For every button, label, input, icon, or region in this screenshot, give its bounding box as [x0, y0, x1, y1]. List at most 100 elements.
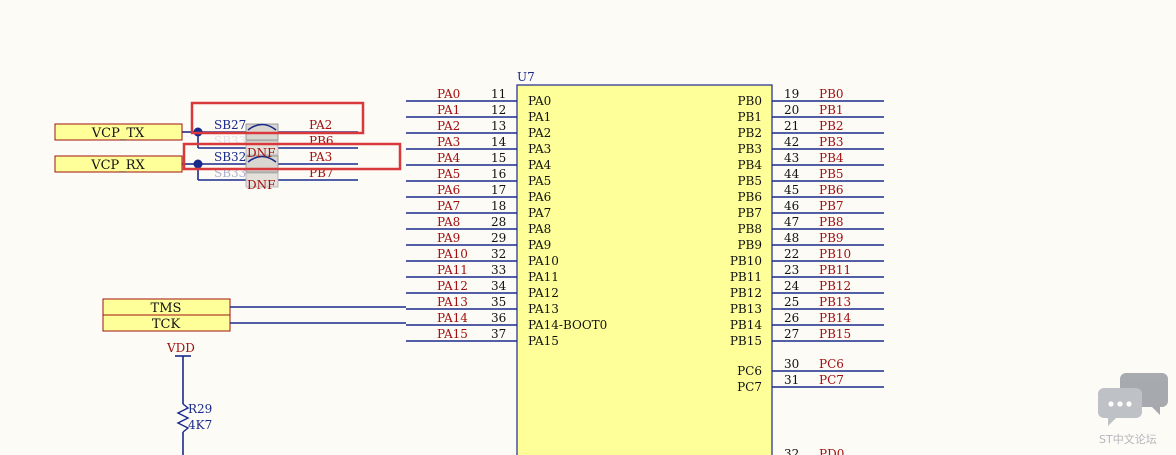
vdd-label: VDD: [166, 341, 195, 355]
chat-bubble-front-icon: [1098, 388, 1142, 426]
right-pin-name: PB2: [737, 126, 762, 140]
right-pin-number: 21: [784, 119, 799, 133]
left-pin-number: 15: [491, 151, 506, 165]
right-pin-net-label: PB5: [819, 167, 844, 181]
vcp-rx-port: [54, 155, 183, 173]
right-pin-number: 20: [784, 103, 799, 117]
left-pin-net-label: PA12: [437, 279, 468, 293]
right-pin-name: PB15: [730, 334, 762, 348]
left-pin-net-label: PA15: [437, 327, 468, 341]
right-pin-net-label: PB13: [819, 295, 851, 309]
left-pin-net-label: PA6: [437, 183, 460, 197]
left-pin-number: 16: [491, 167, 506, 181]
left-pin-number: 17: [491, 183, 506, 197]
left-pin-net-label: PA2: [437, 119, 460, 133]
left-pin-number: 36: [491, 311, 506, 325]
right-pin-net-label: PB15: [819, 327, 851, 341]
right-pin-name: PB13: [730, 302, 762, 316]
right-pin-number: 26: [784, 311, 799, 325]
left-pin-name: PA3: [528, 142, 551, 156]
dot-icon-1: [1108, 401, 1114, 407]
vcp-tx-port: [54, 123, 183, 141]
right-pin-net-label: PB4: [819, 151, 844, 165]
solder-bridge-group: SB27 SB33 SB32 SB33 DNF DNF PA2 PB6 PA3 …: [182, 118, 358, 192]
u7-refdes: U7: [517, 70, 535, 84]
left-pin-net-label: PA0: [437, 87, 460, 101]
right-pin-net-label: PB11: [819, 263, 851, 277]
left-pin-name: PA9: [528, 238, 551, 252]
left-pin-name: PA8: [528, 222, 551, 236]
pa2-bridge-net-label: PA2: [309, 118, 332, 132]
right-pin-name: PC7: [737, 380, 762, 394]
left-pin-name: PA12: [528, 286, 559, 300]
left-pin-name: PA0: [528, 94, 551, 108]
right-pin-number: 46: [784, 199, 799, 213]
right-pin-name: PB0: [737, 94, 762, 108]
right-pin-name: PB14: [730, 318, 763, 332]
sb33b-pad: [245, 172, 279, 188]
right-pin-net-label: PB7: [819, 199, 844, 213]
right-pin-net-label: PB1: [819, 103, 844, 117]
watermark-text: ST中文论坛: [1099, 432, 1157, 446]
right-pin-net-label: PB12: [819, 279, 851, 293]
right-pin-number: 23: [784, 263, 799, 277]
left-pin-net-label: PA4: [437, 151, 461, 165]
dot-icon-3: [1126, 401, 1132, 407]
left-pin-name: PA15: [528, 334, 559, 348]
left-pin-name: PA10: [528, 254, 559, 268]
tms-port-label: TMS: [151, 301, 182, 316]
right-pin-net-label: PB2: [819, 119, 844, 133]
pa3-bridge-net-label: PA3: [309, 150, 332, 164]
left-pin-name: PA11: [528, 270, 559, 284]
left-pin-name: PA5: [528, 174, 551, 188]
left-pin-name: PA6: [528, 190, 551, 204]
right-pin-name: PB7: [737, 206, 762, 220]
right-pin-net-label: PB8: [819, 215, 844, 229]
right-pin-number: 19: [784, 87, 799, 101]
right-pin-number: 24: [784, 279, 800, 293]
left-pin-number: 14: [491, 135, 507, 149]
sb27-label: SB27: [214, 118, 246, 132]
left-pin-net-label: PA9: [437, 231, 460, 245]
left-pin-number: 29: [491, 231, 506, 245]
right-pin-number: 48: [784, 231, 799, 245]
sb32-label: SB32: [214, 150, 246, 164]
right-pin-net-label: PB6: [819, 183, 844, 197]
right-pin-number: 25: [784, 295, 799, 309]
right-pin-net-label: PC6: [819, 357, 844, 371]
highlight-box-pa3: [182, 142, 402, 171]
highlight-box-pa2: [190, 101, 365, 135]
left-pin-number: 33: [491, 263, 506, 277]
right-pin-name: PB8: [737, 222, 762, 236]
left-pin-number: 34: [491, 279, 507, 293]
sb27-arc: [247, 123, 277, 131]
dnf-label-1: DNF: [247, 146, 275, 160]
left-pin-name: PA14-BOOT0: [528, 318, 607, 332]
right-pin-name: PB3: [737, 142, 762, 156]
left-pin-net-label: PA11: [437, 263, 468, 277]
sb32-arc: [247, 155, 277, 163]
right-pin-number: 42: [784, 135, 799, 149]
vcp-tx-port-label: VCP_TX: [91, 126, 145, 141]
left-pin-number: 13: [491, 119, 506, 133]
left-pin-number: 32: [491, 247, 506, 261]
right-pin-name: PB11: [730, 270, 762, 284]
left-pin-net-label: PA5: [437, 167, 460, 181]
left-pin-net-label: PA10: [437, 247, 468, 261]
right-pin-number: 27: [784, 327, 799, 341]
right-pin-name: PB6: [737, 190, 762, 204]
right-pin-number: 31: [784, 373, 799, 387]
left-pin-number: 35: [491, 295, 506, 309]
r29-resistor-icon: [176, 403, 190, 433]
right-pin-number: 47: [784, 215, 799, 229]
right-pin-number: 43: [784, 151, 799, 165]
right-pin-name: PB4: [737, 158, 762, 172]
r29-refdes: R29: [188, 402, 212, 416]
right-pin-name: PB12: [730, 286, 762, 300]
tck-port-label: TCK: [152, 317, 181, 332]
right-pin-number: 44: [784, 167, 800, 181]
left-pin-number: 18: [491, 199, 506, 213]
right-pin-name: PB5: [737, 174, 762, 188]
